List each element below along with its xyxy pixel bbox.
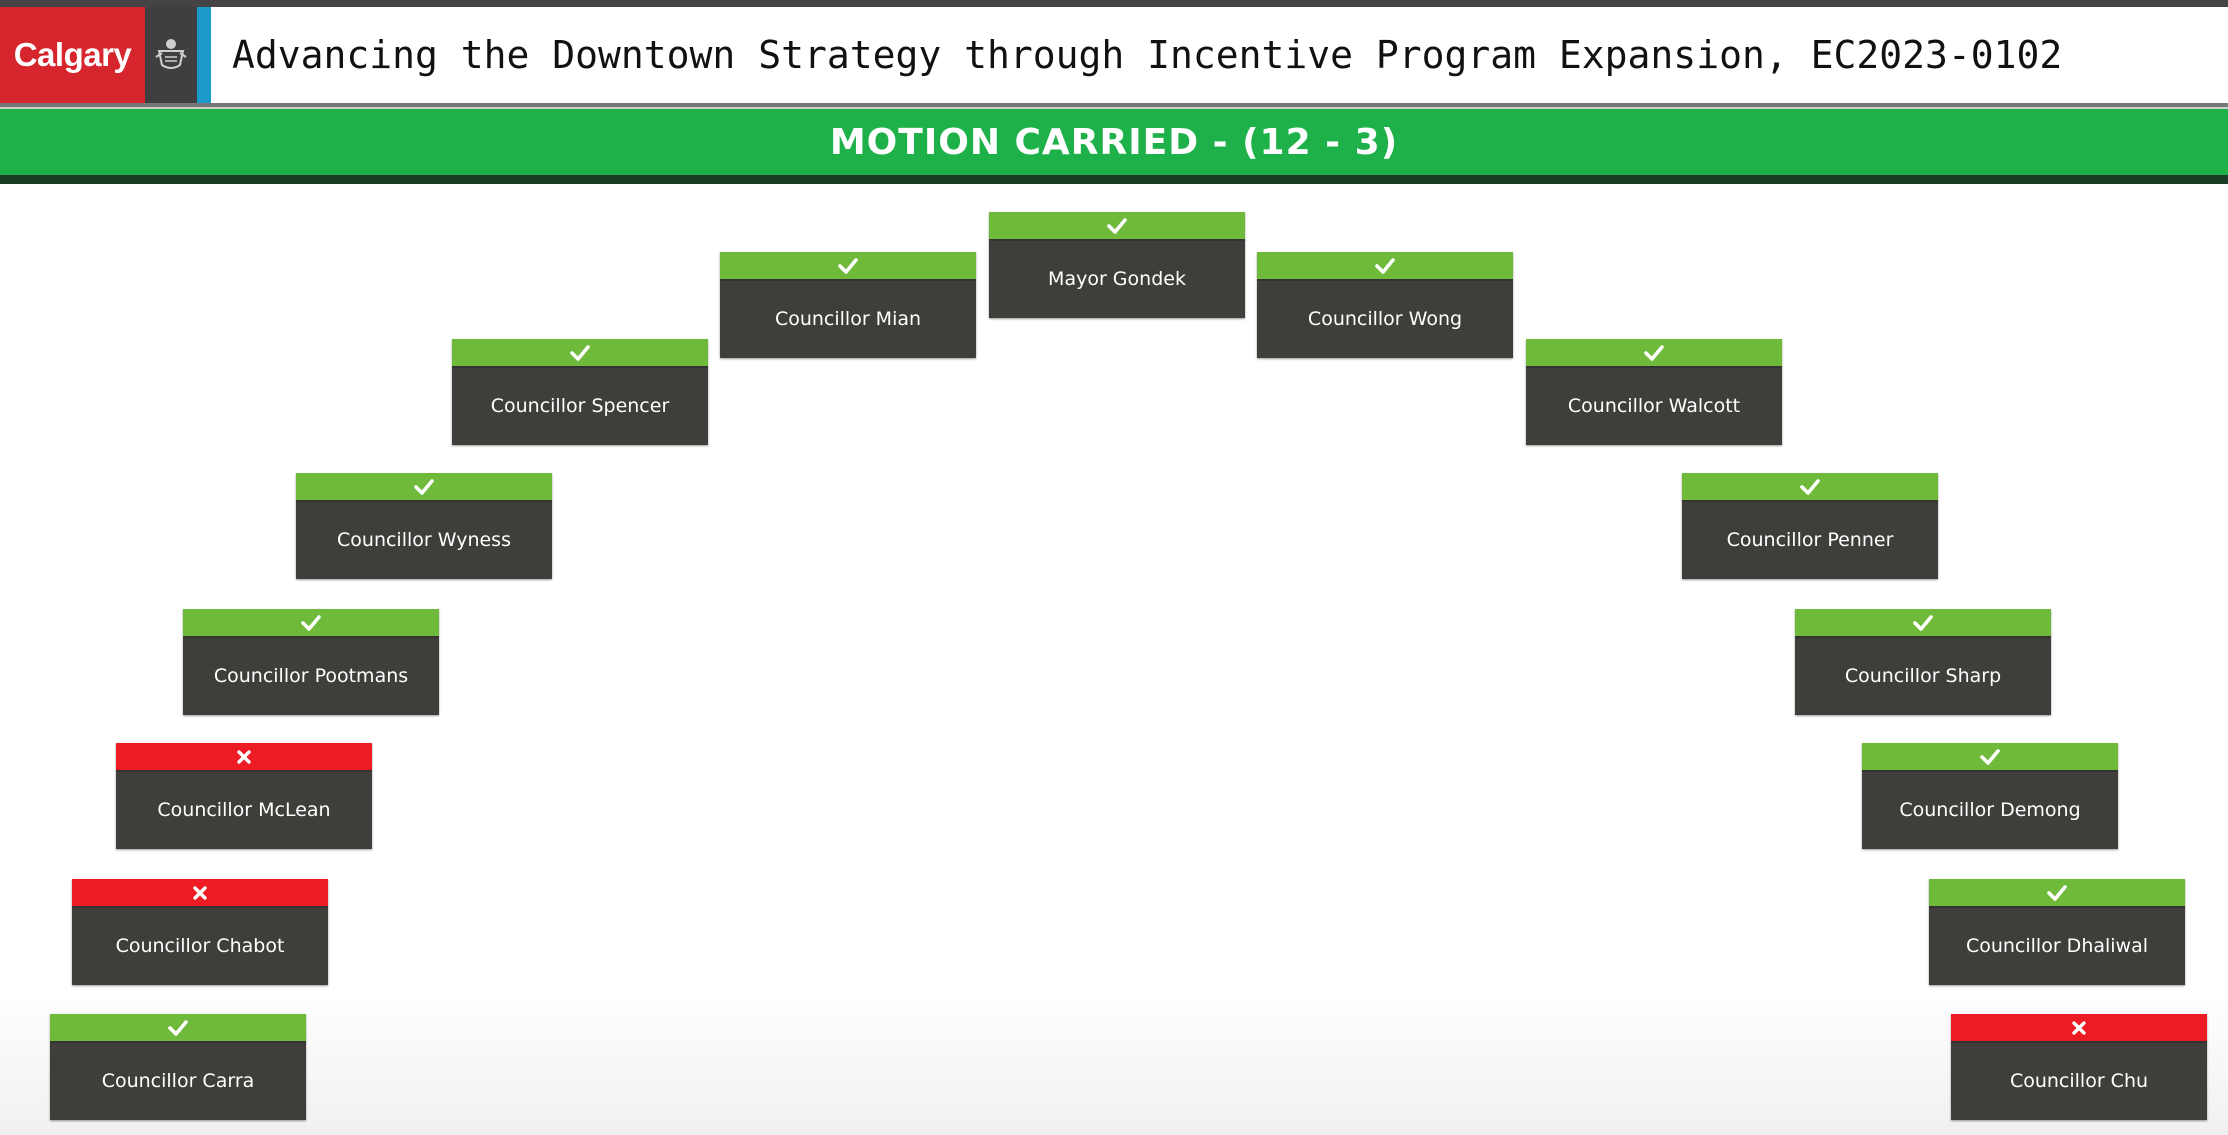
checkmark-icon (1107, 217, 1127, 234)
vote-no-indicator (72, 879, 328, 908)
checkmark-icon (1980, 748, 2000, 765)
header-divider (0, 103, 2228, 107)
checkmark-icon (1800, 478, 1820, 495)
vote-yes-indicator (1862, 743, 2118, 772)
councillor-name: Councillor Carra (101, 1070, 255, 1092)
vote-yes-indicator (1526, 339, 1782, 368)
logo-accent-bar (197, 7, 211, 103)
header-bar (0, 7, 2228, 103)
calgary-logo: Calgary (0, 7, 145, 103)
vote-card: Mayor Gondek (989, 212, 1245, 318)
councillor-name: Councillor McLean (157, 799, 331, 821)
vote-card: Councillor Demong (1862, 743, 2118, 849)
vote-card: Councillor Wyness (296, 473, 552, 579)
councillor-name: Councillor Sharp (1844, 665, 2002, 687)
councillor-name: Councillor Wyness (337, 529, 511, 551)
vote-yes-indicator (1257, 252, 1513, 281)
councillor-name: Councillor Walcott (1567, 395, 1741, 417)
banner-divider (0, 175, 2228, 184)
councillor-name: Mayor Gondek (1048, 268, 1186, 290)
header-divider-light (0, 107, 2228, 109)
vote-card: Councillor McLean (116, 743, 372, 849)
x-mark-icon (2072, 1020, 2086, 1035)
councillor-name: Councillor Dhaliwal (1965, 935, 2149, 957)
vote-card: Councillor Carra (50, 1014, 306, 1120)
x-mark-icon (193, 885, 207, 900)
councillor-name: Councillor Penner (1726, 529, 1894, 551)
vote-card: Councillor Mian (720, 252, 976, 358)
councillor-name: Councillor Demong (1899, 799, 2081, 821)
vote-yes-indicator (296, 473, 552, 502)
vote-yes-indicator (50, 1014, 306, 1043)
councillor-name: Councillor Pootmans (213, 665, 409, 687)
page-title: Advancing the Downtown Strategy through … (232, 33, 2063, 77)
vote-yes-indicator (720, 252, 976, 281)
vote-no-indicator (1951, 1014, 2207, 1043)
vote-card: Councillor Sharp (1795, 609, 2051, 715)
councillor-name: Councillor Wong (1307, 308, 1463, 330)
result-text: MOTION CARRIED - (12 - 3) (829, 121, 1399, 163)
x-mark-icon (237, 749, 251, 764)
vote-card: Councillor Chabot (72, 879, 328, 985)
vote-yes-indicator (1929, 879, 2185, 908)
checkmark-icon (570, 344, 590, 361)
councillor-name: Councillor Spencer (490, 395, 670, 417)
councillor-name: Councillor Chabot (115, 935, 285, 957)
vote-yes-indicator (989, 212, 1245, 241)
result-banner: MOTION CARRIED - (12 - 3) (0, 109, 2228, 175)
checkmark-icon (414, 478, 434, 495)
vote-yes-indicator (1682, 473, 1938, 502)
councillor-name: Councillor Chu (2009, 1070, 2149, 1092)
vote-card: Councillor Walcott (1526, 339, 1782, 445)
vote-card: Councillor Penner (1682, 473, 1938, 579)
checkmark-icon (2047, 884, 2067, 901)
vote-card: Councillor Spencer (452, 339, 708, 445)
vote-yes-indicator (452, 339, 708, 368)
vote-card: Councillor Dhaliwal (1929, 879, 2185, 985)
checkmark-icon (168, 1019, 188, 1036)
vote-yes-indicator (1795, 609, 2051, 638)
vote-yes-indicator (183, 609, 439, 638)
checkmark-icon (838, 257, 858, 274)
vote-card: Councillor Chu (1951, 1014, 2207, 1120)
crest-icon (145, 7, 197, 103)
vote-no-indicator (116, 743, 372, 772)
checkmark-icon (301, 614, 321, 631)
top-border (0, 0, 2228, 7)
calgary-logo-text: Calgary (13, 36, 132, 73)
checkmark-icon (1644, 344, 1664, 361)
councillor-name: Councillor Mian (774, 308, 922, 330)
checkmark-icon (1375, 257, 1395, 274)
vote-card: Councillor Wong (1257, 252, 1513, 358)
vote-card: Councillor Pootmans (183, 609, 439, 715)
checkmark-icon (1913, 614, 1933, 631)
